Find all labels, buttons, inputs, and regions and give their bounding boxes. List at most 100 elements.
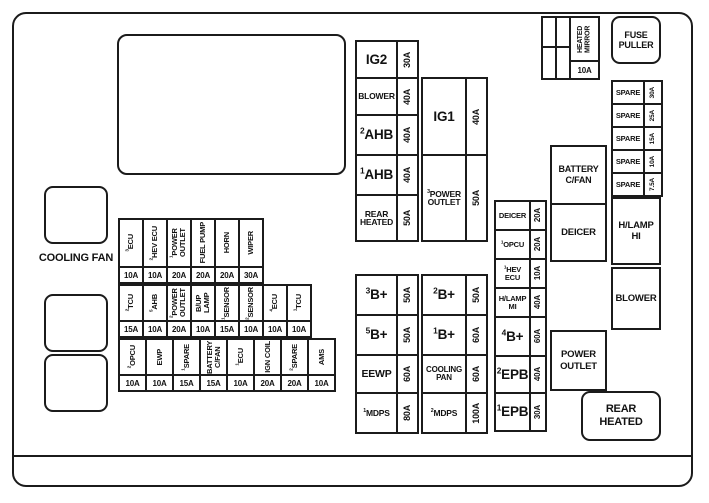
fuse-label: REAR HEATED [357, 196, 396, 240]
spare-fuse-row: SPARE 10A [611, 149, 663, 174]
fuse-cell: 2SENSOR 10A [238, 284, 264, 338]
fuse-box: REAR HEATED 50A [355, 194, 419, 242]
fuse-cell: 4ECU 10A [262, 284, 288, 338]
fuse-label: 2POWER OUTLET [166, 284, 192, 322]
fuse-amp: 30A [238, 266, 264, 284]
fuse-column-c: DEICER 20A 1OPCU 20A 1HEV ECU 10A H [494, 0, 547, 503]
fuse-box: COOLING PAN 60A [421, 354, 488, 394]
fuse-box: 2MDPS 100A [421, 392, 488, 434]
spare-fuse-label: SPARE [611, 172, 645, 197]
fuse-label: 3POWER OUTLET [423, 156, 465, 240]
fuse-box: EEWP 60A [355, 354, 419, 394]
fuse-amp: 10A [142, 266, 168, 284]
fuse-name: ECU [270, 294, 280, 310]
spare-fuse-label: SPARE [611, 126, 645, 151]
fuse-amp: 20A [280, 374, 309, 392]
fuse-name: ECU [126, 234, 136, 250]
fuse-cell: 1ECU 10A [226, 338, 255, 392]
fuse-amp: 30A [529, 394, 545, 430]
fuse-index: 2 [496, 365, 502, 376]
fuse-box: 5B+ 50A [355, 314, 419, 356]
fuse-name: REAR HEATED [359, 208, 394, 227]
fuse-name: SENSOR [222, 286, 232, 318]
fuse-index: 2 [430, 407, 434, 414]
spare-fuse-label: SPARE [611, 149, 645, 174]
fuse-amp: 20A [166, 320, 192, 338]
relay-deicer: DEICER [550, 203, 607, 262]
fuse-amp: 80A [396, 394, 417, 432]
fuse-label: 1SPARE [172, 338, 201, 376]
fuse-amp: 40A [529, 289, 545, 316]
spare-fuse-row: SPARE 30A [611, 80, 663, 105]
spare-fuse-amp: 25A [643, 103, 663, 128]
fuse-box: H/LAMP MI 40A [494, 287, 547, 318]
spare-fuse-amp: 7.5A [643, 172, 663, 197]
fuse-label: DEICER [496, 202, 529, 229]
relay-blower: BLOWER [611, 267, 661, 330]
fuse-label: 1TCU [286, 284, 312, 322]
fuse-label: HORN [214, 218, 240, 268]
fuse-box: 3POWER OUTLET 50A [421, 154, 488, 242]
heated-mirror-fuse-label: HEATED MIRROR [569, 16, 600, 62]
fuse-index: 1 [292, 309, 298, 312]
fuse-index: 1 [496, 402, 502, 413]
relay-block-large [117, 34, 346, 175]
fuse-label: 2B+ [423, 276, 465, 314]
spare-fuse-label: SPARE [611, 103, 645, 128]
fuse-label: EEWP [357, 356, 396, 392]
fuse-name: IGN COIL [262, 341, 272, 373]
fuse-cell: B/UP LAMP 10A [190, 284, 216, 338]
fuse-name: SPARE [181, 343, 191, 368]
fuse-amp: 15A [214, 320, 240, 338]
fuse-index: 1 [503, 264, 507, 270]
fuse-index: 1 [433, 325, 438, 336]
fuse-name: DEICER [498, 210, 527, 220]
fuse-index: 1 [363, 407, 366, 414]
fuse-name: H/LAMP MI [498, 294, 527, 311]
fuse-label: 1OPCU [496, 231, 529, 258]
fuse-cell: IGN COIL 20A [253, 338, 282, 392]
fuse-box: 1EPB 30A [494, 392, 547, 432]
fuse-name: COOLING PAN [426, 365, 462, 382]
spare-fuse-amp: 10A [643, 149, 663, 174]
cooling-fan-label: COOLING FAN [38, 252, 114, 264]
fuse-amp: 50A [465, 276, 486, 314]
fuse-label: 1HEV ECU [496, 260, 529, 287]
fuse-grid-row-2: 2TCU 15A 5AHB 10A 2POWER OUTLET 20A [118, 284, 312, 338]
fuse-index: 2 [126, 366, 132, 369]
fuse-index: 1 [234, 363, 240, 366]
fuse-label: 2MDPS [423, 394, 465, 432]
fuse-puller: FUSE PULLER [611, 16, 661, 64]
relay-block-left-3 [44, 354, 108, 412]
fuse-amp: 60A [465, 316, 486, 354]
fuse-cell: HORN 20A [214, 218, 240, 284]
fuse-name: HEV ECU [504, 265, 522, 282]
fuse-index: 2 [124, 309, 130, 312]
fuse-label: B/UP LAMP [190, 284, 216, 322]
fuse-label: 5B+ [357, 316, 396, 354]
fuse-name: ECU [235, 348, 245, 364]
fuse-name: SENSOR [246, 286, 256, 318]
fuse-index: 4 [501, 327, 507, 338]
fuse-label: 2HEV ECU [142, 218, 168, 268]
fuse-amp: 10A [118, 374, 147, 392]
fuse-amp: 50A [396, 196, 417, 240]
panel-bottom-edge [14, 455, 693, 457]
fuse-name: MDPS [433, 407, 458, 418]
fuse-amp: 20A [214, 266, 240, 284]
fuse-label: 1SENSOR [214, 284, 240, 322]
fuse-name: POWER OUTLET [170, 228, 187, 258]
fuse-amp: 10A [286, 320, 312, 338]
fuse-cell: BATTERY C/FAN 15A [199, 338, 228, 392]
fuse-amp: 10A [226, 374, 255, 392]
fuse-index: 3 [124, 249, 130, 252]
fuse-amp: 20A [253, 374, 282, 392]
fuse-name: B+ [506, 328, 524, 344]
fuse-amp: 100A [465, 394, 486, 432]
fuse-amp: 30A [396, 42, 417, 77]
fuse-index: 1 [359, 165, 365, 176]
fuse-index: 5 [365, 325, 371, 336]
fuse-label: BATTERY C/FAN [199, 338, 228, 376]
relay-battery-cfan: BATTERY C/FAN [550, 145, 607, 205]
fuse-box: 3B+ 50A [355, 274, 419, 316]
